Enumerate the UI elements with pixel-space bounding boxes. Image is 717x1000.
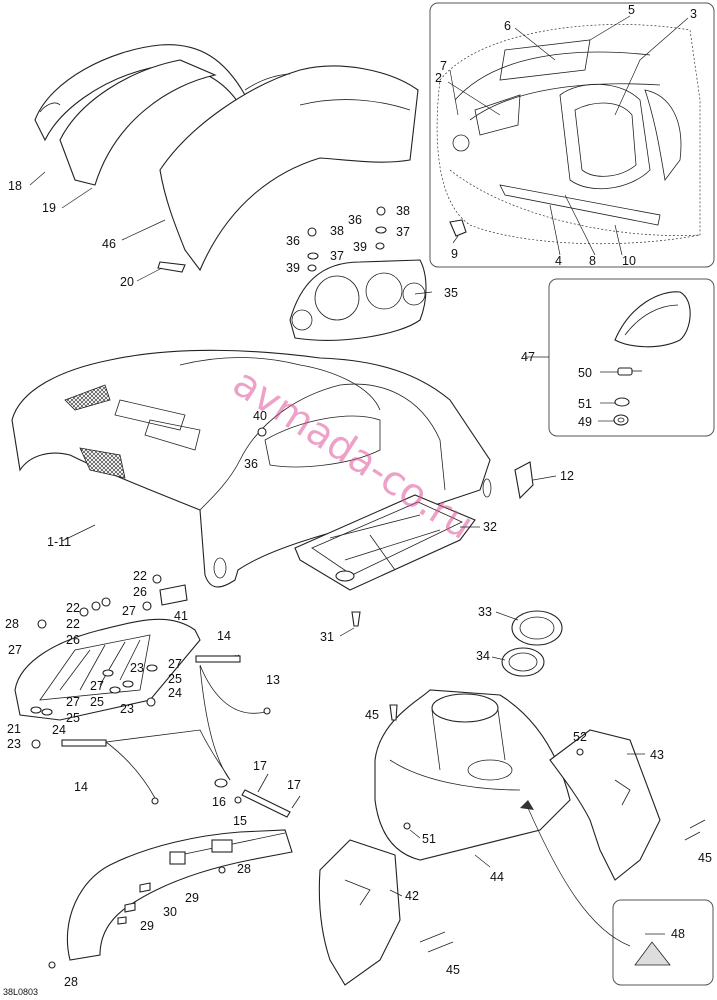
callout-23c: 23 (7, 737, 21, 751)
inset-mirror-box (548, 278, 715, 437)
callout-39a: 39 (353, 240, 367, 254)
callout-45c: 45 (446, 963, 460, 977)
hood-panels (34, 44, 419, 273)
callout-9: 9 (451, 247, 458, 261)
callout-27b: 27 (8, 643, 22, 657)
callout-38a: 38 (396, 204, 410, 218)
callout-29b: 29 (140, 919, 154, 933)
callout-28c: 28 (64, 975, 78, 989)
callout-41: 41 (174, 609, 188, 623)
gauge-bezel (289, 206, 427, 341)
callout-48: 48 (671, 927, 685, 941)
callout-47: 47 (521, 350, 535, 364)
callout-46: 46 (102, 237, 116, 251)
tray (294, 494, 476, 627)
callout-27a: 27 (122, 604, 136, 618)
callout-14a: 14 (217, 629, 231, 643)
callout-30: 30 (163, 905, 177, 919)
callout-24a: 24 (168, 686, 182, 700)
console (374, 689, 571, 861)
callout-43: 43 (650, 748, 664, 762)
callout-17b: 17 (287, 778, 301, 792)
callout-49: 49 (578, 415, 592, 429)
callout-40: 40 (253, 409, 267, 423)
lower-bumper (48, 829, 293, 969)
callout-10: 10 (622, 254, 636, 268)
callout-51a: 51 (578, 397, 592, 411)
callout-22a: 22 (133, 569, 147, 583)
callout-27d: 27 (90, 679, 104, 693)
callout-12: 12 (560, 469, 574, 483)
callout-16: 16 (212, 795, 226, 809)
callout-27e: 27 (66, 695, 80, 709)
callout-18: 18 (8, 179, 22, 193)
callout-14b: 14 (74, 780, 88, 794)
callout-1-11: 1-11 (47, 535, 71, 549)
callout-39b: 39 (286, 261, 300, 275)
callout-21: 21 (7, 722, 21, 736)
callout-7: 7 (440, 59, 447, 73)
callout-33: 33 (478, 605, 492, 619)
callout-15: 15 (233, 814, 247, 828)
callout-8: 8 (589, 254, 596, 268)
callout-50: 50 (578, 366, 592, 380)
callout-29a: 29 (185, 891, 199, 905)
callout-31: 31 (320, 630, 334, 644)
callout-38b: 38 (330, 224, 344, 238)
rings (501, 610, 563, 677)
callout-36c: 36 (244, 457, 258, 471)
callout-20: 20 (120, 275, 134, 289)
diagram-code: 38L0803 (3, 987, 38, 997)
callout-13: 13 (266, 673, 280, 687)
callout-52: 52 (573, 730, 587, 744)
callout-22b: 22 (66, 601, 80, 615)
callout-24b: 24 (52, 723, 66, 737)
inset-cap-box (612, 899, 714, 986)
callout-28a: 28 (5, 617, 19, 631)
callout-4: 4 (555, 254, 562, 268)
callout-26a: 26 (133, 585, 147, 599)
callout-51b: 51 (422, 832, 436, 846)
callout-6: 6 (504, 19, 511, 33)
callout-17a: 17 (253, 759, 267, 773)
callout-37b: 37 (330, 249, 344, 263)
leader-lines (29, 15, 689, 935)
callout-23b: 23 (120, 702, 134, 716)
side-panel-43 (549, 729, 706, 881)
inset-decals-box (429, 2, 715, 268)
clip-12 (514, 461, 534, 500)
callout-45b: 45 (698, 851, 712, 865)
callout-32: 32 (483, 520, 497, 534)
callout-5: 5 (628, 3, 635, 17)
callout-36a: 36 (348, 213, 362, 227)
callout-44: 44 (490, 870, 504, 884)
callout-37a: 37 (396, 225, 410, 239)
cable-springs (61, 654, 301, 818)
callout-25c: 25 (66, 711, 80, 725)
callout-19: 19 (42, 201, 56, 215)
callout-26b: 26 (66, 633, 80, 647)
callout-36b: 36 (286, 234, 300, 248)
callout-23a: 23 (130, 661, 144, 675)
callout-45a: 45 (365, 708, 379, 722)
bumper-bracket (14, 574, 201, 749)
callout-28b: 28 (237, 862, 251, 876)
callout-25b: 25 (90, 695, 104, 709)
callout-25a: 25 (168, 672, 182, 686)
callout-35: 35 (444, 286, 458, 300)
callout-34: 34 (476, 649, 490, 663)
side-panel-42 (318, 839, 454, 986)
callout-22c: 22 (66, 617, 80, 631)
callout-2: 2 (435, 71, 442, 85)
callout-labels: 1-11 2 3 4 5 6 7 8 9 10 12 13 14 14 15 1… (3, 3, 712, 997)
callout-27c: 27 (168, 657, 182, 671)
callout-42: 42 (405, 889, 419, 903)
callout-3: 3 (690, 7, 697, 21)
